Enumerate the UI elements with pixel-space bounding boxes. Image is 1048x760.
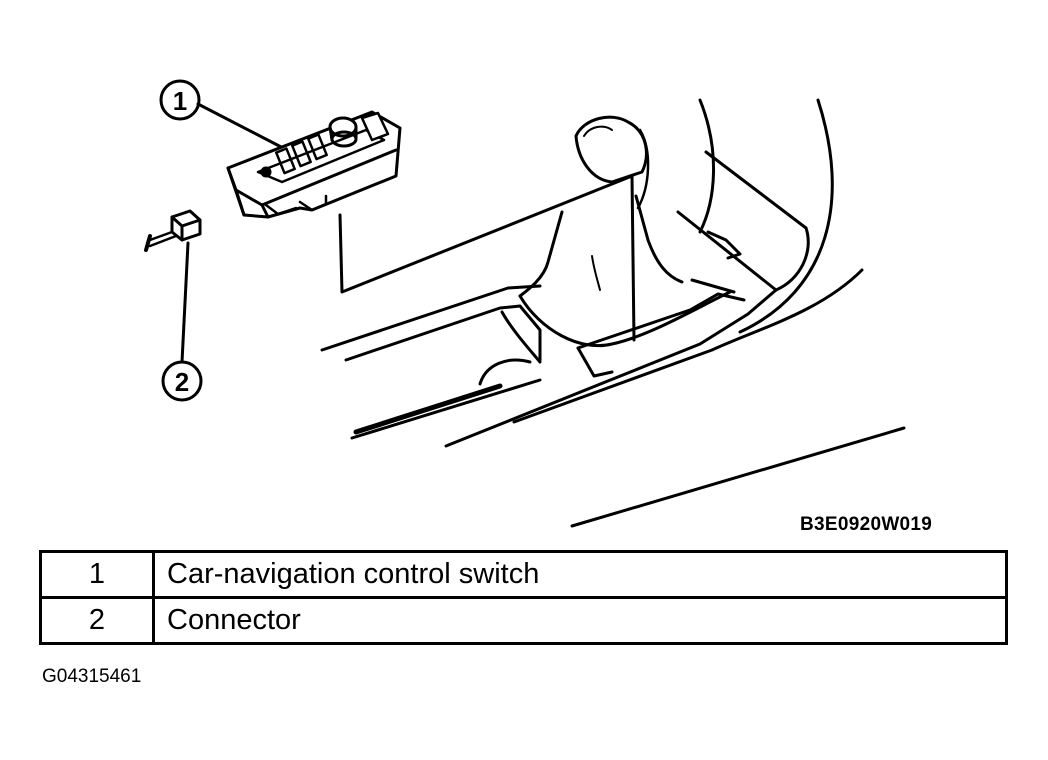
callout-1: 1: [159, 79, 289, 152]
legend-number-cell: 1: [39, 550, 155, 599]
legend-description-cell: Car-navigation control switch: [152, 550, 1008, 599]
legend-number-cell: 2: [39, 596, 155, 645]
control-switch-drawing: [226, 110, 402, 219]
figure-code: B3E0920W019: [800, 514, 933, 535]
connector-drawing: [144, 209, 202, 252]
table-row: 2 Connector: [39, 596, 1008, 645]
callout-2: 2: [161, 241, 203, 402]
callout-1-number: 1: [173, 86, 187, 116]
legend-table: 1 Car-navigation control switch 2 Connec…: [39, 550, 1008, 645]
callout-2-number: 2: [175, 367, 189, 397]
legend-description-cell: Connector: [152, 596, 1008, 645]
table-row: 1 Car-navigation control switch: [39, 550, 1008, 599]
console-illustration: 1 2: [144, 79, 906, 528]
image-id: G04315461: [42, 666, 142, 687]
console-drawing: [320, 98, 906, 528]
